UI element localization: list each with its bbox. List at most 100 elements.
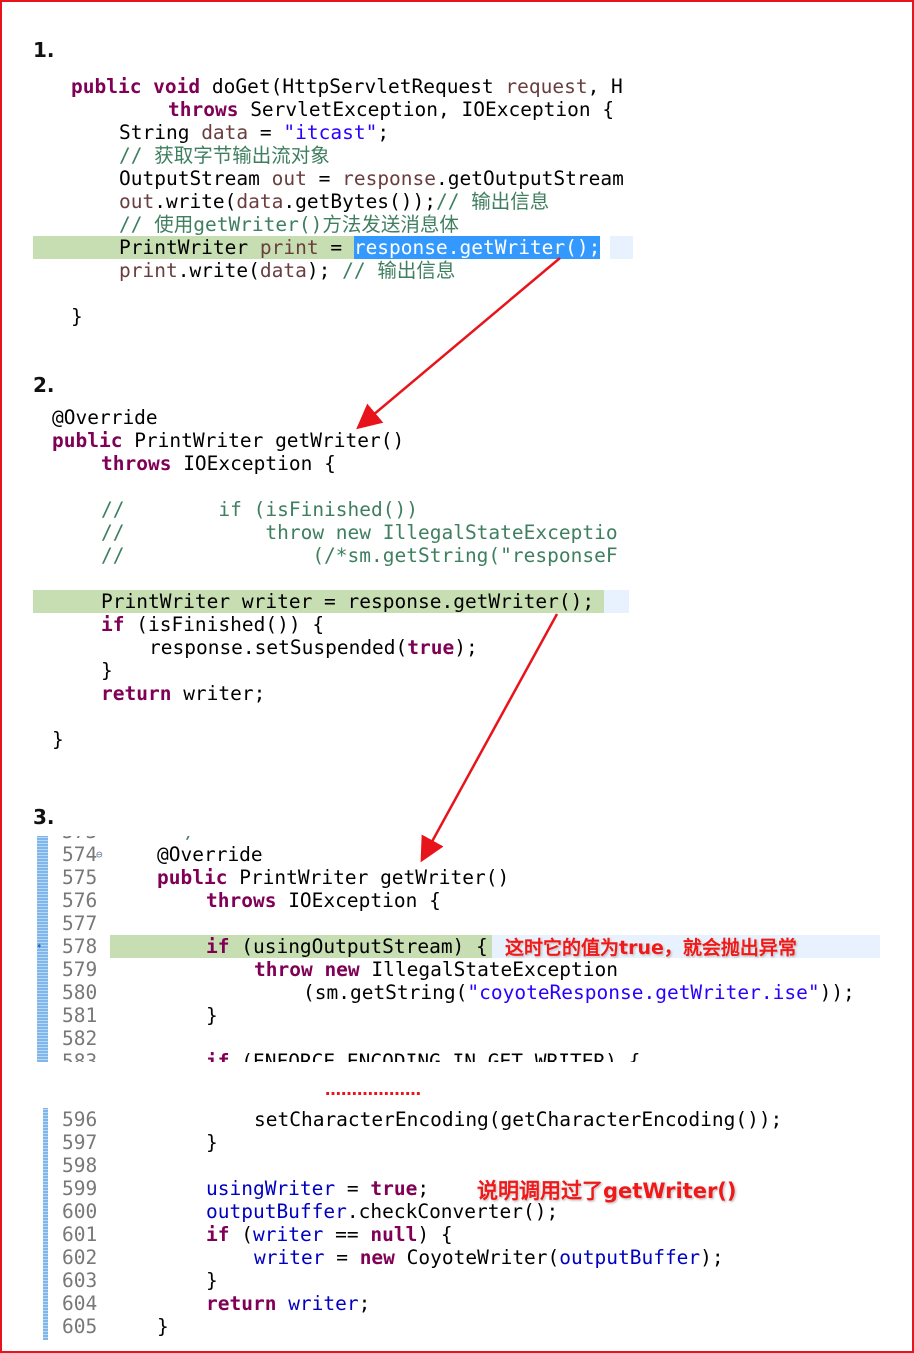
code-line: public void doGet(HttpServletRequest req… [0,75,914,98]
code-token: writer [252,1223,324,1246]
code-line: } [0,305,914,328]
code-line-601: 601 if (writer == null) { [0,1223,914,1246]
code-line: // (/*sm.getString("responseF [0,544,914,567]
code-text: if (writer == null) { [206,1223,453,1246]
code-token: data [259,259,307,282]
code-line: print.write(data); // 输出信息 [0,259,914,282]
code-token: = [335,1177,371,1200]
code-token: return [206,1292,289,1315]
line-number: 605 [62,1315,98,1338]
code-text: response.setSuspended(true); [149,636,478,659]
code-token: throw new [254,958,372,981]
line-number: 601 [62,1223,98,1246]
line-number: 604 [62,1292,98,1315]
code-token: ) { [417,1223,453,1246]
code-token: PrintWriter getWriter() [134,429,405,452]
annotation-line-599: 说明调用过了getWriter() [477,1179,737,1203]
line-number: 596 [62,1108,98,1131]
code-token: IllegalStateException [371,958,618,981]
fold-collapse-icon[interactable]: ⊖ [96,848,103,861]
code-token: return [101,682,184,705]
code-text: // 获取字节输出流对象 [119,144,330,167]
code-token: IOException { [288,889,441,912]
code-line [0,567,914,590]
code-token: String [119,121,202,144]
line-number: 577 [62,912,98,935]
code-line-605: 605} [0,1315,914,1338]
code-text: @Override [52,406,158,429]
line-number: 579 [62,958,98,981]
editor-panel-bottom: 596 setCharacterEncoding(getCharacterEnco… [0,1108,914,1340]
code-line: public PrintWriter getWriter() [0,429,914,452]
code-text: throws ServletException, IOException { [168,98,614,121]
code-text: if (isFinished()) { [101,613,324,636]
line-number: 576 [62,889,98,912]
code-token: ); [700,1246,724,1269]
code-token: } [71,305,83,328]
code-token: usingWriter [206,1177,336,1200]
code-line-582: 582 [0,1027,914,1050]
line-number: 581 [62,1004,98,1027]
code-token: // if (isFinished()) [101,498,418,521]
omitted-code-ellipsis: ……………… [325,1080,421,1099]
code-text: // if (isFinished()) [101,498,418,521]
current-line-highlight [33,590,604,613]
code-token: // 输出信息 [342,259,456,282]
code-token: request [505,75,588,98]
code-token: // 输出信息 [436,190,550,213]
current-line-highlight [110,935,492,958]
line-number: 599 [62,1177,98,1200]
line-number: 606 [62,1338,97,1340]
code-token: response [342,167,437,190]
code-token: PrintWriter getWriter() [239,866,510,889]
code-line: throws IOException { [0,452,914,475]
code-token: throws [206,889,289,912]
code-token: public [52,429,135,452]
code-token: data [201,121,249,144]
code-token: } [101,659,113,682]
code-line-573: 573/ [0,836,914,843]
line-highlight-tail [610,236,633,259]
code-text: if (usingOutputStream) { [206,935,488,958]
code-token: PrintWriter [119,236,260,259]
code-token: .getOutputStream [436,167,624,190]
code-token: = [324,1246,360,1269]
code-token: data [236,190,284,213]
code-token: writer [288,1292,359,1315]
line-number: 583 [62,1050,98,1062]
code-text: if (ENFORCE_ENCODING_IN_GET_WRITER) { [206,1050,640,1062]
code-text: out.write(data.getBytes());// 输出信息 [119,190,549,213]
code-line-581: 581} [0,1004,914,1027]
code-text: throws IOException { [206,889,441,912]
code-token: } [206,1131,218,1154]
code-token: null [370,1223,418,1246]
line-number: 573 [62,836,97,843]
code-line: PrintWriter writer = response.getWriter(… [0,590,914,613]
code-token: OutputStream [119,167,272,190]
code-line: // 使用getWriter()方法发送消息体 [0,213,914,236]
code-text: print.write(data); // 输出信息 [119,259,455,282]
code-text: throw new IllegalStateException [254,958,618,981]
code-line-598: 598 [0,1154,914,1177]
code-text: @Override [157,843,263,866]
code-token: outputBuffer [559,1246,701,1269]
selected-text: response.getWriter(); [353,236,601,259]
code-token: public [157,866,240,889]
code-token: if [206,1050,242,1062]
code-text: // (/*sm.getString("responseF [101,544,618,567]
code-line-576: 576 throws IOException { [0,889,914,912]
code-token: = [248,121,284,144]
code-token: .checkConverter(); [346,1200,559,1223]
code-token: "itcast" [283,121,378,144]
code-token: response.setSuspended( [149,636,408,659]
code-token: setCharacterEncoding(getCharacterEncodin… [254,1108,783,1131]
doget-code-snippet: public void doGet(HttpServletRequest req… [0,75,914,330]
code-line: throws ServletException, IOException { [0,98,914,121]
code-token: ServletException, IOException { [250,98,615,121]
code-token: true [407,636,455,659]
code-line [0,475,914,498]
code-token: if [101,613,137,636]
